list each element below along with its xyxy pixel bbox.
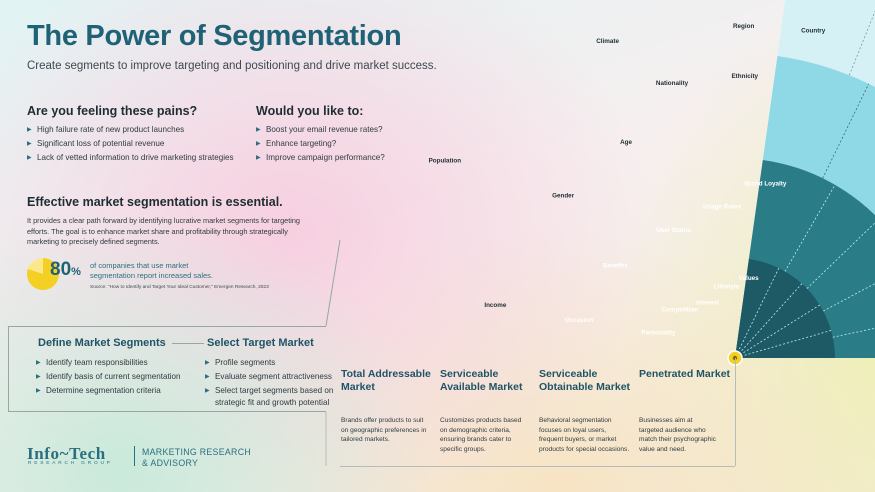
- arrow-icon: ▶: [205, 360, 210, 366]
- list-item: ▶Determine segmentation criteria: [36, 384, 181, 398]
- select-list: ▶Profile segments ▶Evaluate segment attr…: [205, 356, 333, 408]
- fan-label-obtainable-3: Benefits: [603, 263, 628, 270]
- fan-label-obtainable-2: User Status: [656, 227, 691, 234]
- fan-label-serviceable-0: Age: [620, 139, 632, 146]
- arrow-icon: ▶: [36, 388, 41, 394]
- fan-label-total-2: Climate: [596, 38, 619, 45]
- segment-desc-serviceable: Customizes products based on demographic…: [440, 417, 522, 453]
- segment-desc-total: Brands offer products to suit on geograp…: [341, 417, 427, 443]
- right-rule: [735, 358, 736, 466]
- pains-list: ▶High failure rate of new product launch…: [27, 123, 234, 165]
- fan-label-total-1: Country: [801, 27, 826, 34]
- list-item: ▶Significant loss of potential revenue: [27, 137, 234, 151]
- arrow-icon: ▶: [27, 127, 32, 133]
- fan-label-serviceable-1: Gender: [552, 193, 575, 200]
- divider-ray: [739, 267, 780, 350]
- segment-title-serviceable: Serviceable Available Market: [440, 368, 523, 393]
- fan-rings: [735, 0, 875, 358]
- list-item: ▶Improve campaign performance?: [256, 151, 385, 165]
- list-item: ▶Identify team responsibilities: [36, 356, 181, 370]
- divider-ray: [741, 283, 803, 351]
- arrow-icon: ▶: [205, 388, 210, 394]
- divider-ray: [822, 83, 870, 179]
- divider-ray: [806, 222, 875, 289]
- list-item: ▶Select target segments based on: [205, 384, 333, 398]
- fan-label-total-0: Region: [733, 23, 754, 30]
- segment-title-total: Total Addressable Market: [341, 368, 431, 393]
- ring-penetrated: [735, 258, 835, 358]
- define-list: ▶Identify team responsibilities ▶Identif…: [36, 356, 181, 398]
- divider-ray: [744, 330, 832, 356]
- segment-desc-obtainable: Behavioral segmentation focuses on loyal…: [539, 417, 630, 453]
- arrow-icon: ▶: [205, 374, 210, 380]
- fan-label-penetrated-0: Values: [739, 275, 759, 282]
- arrow-icon: ▶: [36, 374, 41, 380]
- list-item: ▶Evaluate segment attractiveness: [205, 370, 333, 384]
- list-item: ▶Boost your email revenue rates?: [256, 123, 385, 137]
- fan-label-obtainable-0: Brand Loyalty: [744, 181, 786, 188]
- arrow-icon: ▶: [36, 360, 41, 366]
- divider-ray: [823, 283, 875, 312]
- divider: [172, 343, 204, 344]
- list-item: ▶Lack of vetted information to drive mar…: [27, 151, 234, 165]
- segment-desc-penetrated: Businesses aim at targeted audience who …: [639, 417, 716, 453]
- wishes-list: ▶Boost your email revenue rates? ▶Enhanc…: [256, 123, 385, 165]
- pains-heading: Are you feeling these pains?: [27, 104, 198, 118]
- fan-label-serviceable-2: Income: [484, 302, 507, 309]
- process-box: [8, 326, 326, 412]
- fan-label-obtainable-1: Usage Rates: [703, 204, 741, 211]
- fan-label-penetrated-3: Competition: [661, 307, 698, 314]
- essential-body: It provides a clear path forward by iden…: [27, 216, 300, 246]
- divider-ray: [784, 184, 836, 272]
- fan-label-penetrated-1: Lifestyle: [714, 284, 740, 291]
- arrow-icon: ▶: [256, 127, 261, 133]
- list-item: strategic fit and growth potential: [215, 398, 330, 407]
- arrow-icon: ▶: [256, 155, 261, 161]
- fan-label-penetrated-4: Personality: [642, 330, 676, 337]
- divider-ray: [743, 304, 821, 354]
- logo-divider: [134, 446, 135, 466]
- stat-pie-icon: [27, 258, 59, 290]
- logo: Info~Tech: [27, 444, 106, 463]
- arrow-icon: ▶: [256, 141, 261, 147]
- stat-description: of companies that use market segmentatio…: [90, 261, 213, 280]
- list-item: ▶High failure rate of new product launch…: [27, 123, 234, 137]
- stat-value: 80%: [50, 259, 81, 280]
- logo-tagline-1: MARKETING RESEARCH: [142, 447, 252, 457]
- select-heading: Select Target Market: [207, 337, 314, 349]
- bottom-rule: [340, 466, 735, 467]
- segment-title-penetrated: Penetrated Market: [639, 368, 731, 380]
- page-title: The Power of Segmentation: [27, 20, 402, 52]
- list-item: ▶Identify basis of current segmentation: [36, 370, 181, 384]
- arrow-icon: ▶: [27, 155, 32, 161]
- essential-heading: Effective market segmentation is essenti…: [27, 195, 283, 209]
- arrow-icon: ▶: [27, 141, 32, 147]
- divider-ray: [832, 327, 875, 338]
- wishes-heading: Would you like to:: [256, 104, 364, 118]
- fan-label-total-5: Population: [429, 157, 462, 164]
- list-item: ▶Profile segments: [205, 356, 333, 370]
- logo-subtitle: RESEARCH GROUP: [28, 461, 113, 466]
- fan-label-total-3: Nationality: [656, 80, 689, 87]
- define-heading: Define Market Segments: [38, 337, 166, 349]
- list-item: ▶Enhance targeting?: [256, 137, 385, 151]
- fan-dividers: [739, 10, 875, 356]
- fan-label-obtainable-4: Occasion: [565, 317, 594, 324]
- logo-tagline-2: & ADVISORY: [142, 458, 199, 468]
- fan-label-total-4: Ethnicity: [731, 73, 758, 80]
- stat-source: Source: "How to Identify and Target Your…: [90, 285, 269, 290]
- page-subtitle: Create segments to improve targeting and…: [27, 60, 437, 72]
- segment-title-obtainable: Serviceable Obtainable Market: [539, 368, 631, 393]
- fan-label-penetrated-2: Interest: [696, 300, 720, 307]
